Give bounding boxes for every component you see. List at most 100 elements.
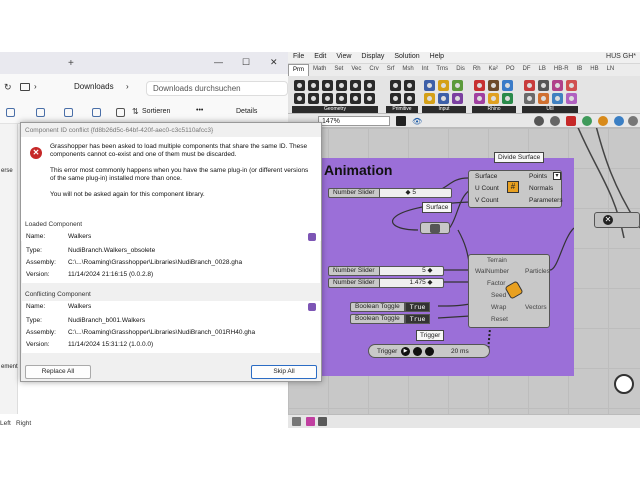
- compass-icon[interactable]: [614, 374, 634, 394]
- sidebar-item-label[interactable]: erse: [1, 168, 13, 174]
- toggle-value[interactable]: True: [404, 302, 431, 312]
- menu-edit[interactable]: Edit: [314, 53, 327, 60]
- input-button-icon[interactable]: [424, 93, 435, 104]
- rhino-param-icon[interactable]: [502, 80, 513, 91]
- slider-value[interactable]: 5 ◆: [379, 266, 444, 276]
- tab-vec[interactable]: Vec: [351, 66, 362, 72]
- slider-value[interactable]: ◆ 5: [379, 188, 452, 198]
- rhino-param-icon[interactable]: [502, 93, 513, 104]
- edit-icon[interactable]: [425, 347, 434, 356]
- geometry-param-icon[interactable]: [336, 93, 347, 104]
- ribbon-group-primitive[interactable]: Primitive: [386, 106, 418, 113]
- output-normals[interactable]: Normals: [529, 185, 554, 192]
- trash-icon[interactable]: [116, 108, 125, 117]
- geometry-param-icon[interactable]: [364, 80, 375, 91]
- menu-view[interactable]: View: [336, 53, 352, 60]
- display-mode-icon[interactable]: [534, 116, 544, 126]
- preview-eye-icon[interactable]: 👁: [412, 117, 423, 126]
- skip-all-button[interactable]: Skip All: [251, 365, 317, 379]
- refresh-icon[interactable]: ↻: [4, 82, 12, 92]
- primitive-param-icon[interactable]: [404, 93, 415, 104]
- number-slider-ucount[interactable]: Number Slider ◆ 5: [328, 188, 452, 198]
- tab-math[interactable]: Math: [313, 66, 327, 72]
- output-particles[interactable]: Particles: [525, 268, 550, 275]
- toggle-value[interactable]: True: [404, 314, 431, 324]
- geometry-param-icon[interactable]: [308, 93, 319, 104]
- preview-selected-icon[interactable]: [614, 116, 624, 126]
- tab-rh[interactable]: Rh: [472, 66, 481, 72]
- input-terrain[interactable]: Terrain: [487, 257, 507, 264]
- tab-df[interactable]: DF: [522, 66, 531, 72]
- trigger-interval[interactable]: 20 ms: [451, 348, 469, 355]
- primitive-param-icon[interactable]: [404, 80, 415, 91]
- sort-button[interactable]: Sortieren: [142, 108, 171, 115]
- copy-icon[interactable]: [36, 108, 45, 117]
- menu-solution[interactable]: Solution: [394, 53, 420, 60]
- search-input[interactable]: Downloads durchsuchen: [146, 81, 288, 96]
- walkers-component[interactable]: Terrain WalNumber Factor Seed Wrap Reset…: [468, 254, 550, 328]
- input-v-count[interactable]: V Count: [475, 197, 499, 204]
- tab-int[interactable]: Int: [421, 66, 429, 72]
- tab-crv[interactable]: Crv: [369, 66, 379, 72]
- geometry-param-icon[interactable]: [322, 80, 333, 91]
- slider-value[interactable]: 1.475 ◆: [379, 278, 444, 288]
- chevron-down-icon[interactable]: ▾: [553, 172, 561, 180]
- replace-all-button[interactable]: Replace All: [25, 365, 91, 379]
- util-param-icon[interactable]: [566, 80, 577, 91]
- input-u-count[interactable]: U Count: [475, 185, 499, 192]
- input-walnumber[interactable]: WalNumber: [475, 268, 510, 275]
- geometry-param-icon[interactable]: [336, 80, 347, 91]
- input-factor[interactable]: Factor: [487, 280, 506, 287]
- primitive-param-icon[interactable]: [390, 93, 401, 104]
- preview-shaded-icon[interactable]: [598, 116, 608, 126]
- util-param-icon[interactable]: [566, 93, 577, 104]
- tab-srf[interactable]: Srf: [386, 66, 395, 72]
- paste-icon[interactable]: [64, 108, 73, 117]
- sketch-icon[interactable]: [396, 116, 406, 126]
- boolean-toggle-wrap[interactable]: Boolean Toggle True: [350, 302, 431, 312]
- geometry-param-icon[interactable]: [322, 93, 333, 104]
- number-slider-factor[interactable]: Number Slider 1.475 ◆: [328, 278, 444, 288]
- tab-prm[interactable]: Prm: [288, 64, 309, 76]
- primitive-param-icon[interactable]: [390, 80, 401, 91]
- tab-trns[interactable]: Trns: [436, 66, 449, 72]
- input-seed[interactable]: Seed: [491, 292, 507, 299]
- monitor-icon[interactable]: [20, 83, 30, 91]
- input-knob-icon[interactable]: [438, 93, 449, 104]
- zoom-field[interactable]: 147%: [318, 116, 390, 126]
- tab-set[interactable]: Set: [334, 66, 344, 72]
- menu-display[interactable]: Display: [361, 53, 385, 60]
- sidebar-item-label[interactable]: ement: [1, 364, 18, 370]
- tab-msh[interactable]: Msh: [402, 66, 414, 72]
- util-param-icon[interactable]: [538, 93, 549, 104]
- surface-param[interactable]: [420, 222, 450, 234]
- input-surface[interactable]: Surface: [475, 173, 498, 180]
- more-options-button[interactable]: •••: [196, 107, 204, 114]
- breadcrumb[interactable]: Downloads: [74, 82, 114, 91]
- minimize-icon[interactable]: —: [214, 57, 223, 67]
- input-slider-icon[interactable]: [424, 80, 435, 91]
- util-param-icon[interactable]: [552, 93, 563, 104]
- ribbon-group-geometry[interactable]: Geometry: [292, 106, 378, 113]
- gh-canvas[interactable]: ✕ Animation Divide Surface Surface U C: [288, 128, 640, 418]
- tab-ln[interactable]: LN: [606, 66, 615, 72]
- input-toggle-icon[interactable]: [438, 80, 449, 91]
- rhino-param-icon[interactable]: [474, 80, 485, 91]
- play-icon[interactable]: ▶: [401, 347, 410, 356]
- tab-ka[interactable]: Ka²: [488, 66, 498, 72]
- ribbon-group-input[interactable]: Input: [422, 106, 466, 113]
- share-icon[interactable]: [92, 108, 101, 117]
- geometry-param-icon[interactable]: [350, 80, 361, 91]
- menu-file[interactable]: File: [293, 53, 305, 60]
- util-param-icon[interactable]: [552, 80, 563, 91]
- util-param-icon[interactable]: [524, 80, 535, 91]
- input-graph-icon[interactable]: [452, 93, 463, 104]
- output-vectors[interactable]: Vectors: [525, 304, 547, 311]
- status-icon[interactable]: [292, 417, 301, 426]
- cut-icon[interactable]: [6, 108, 15, 117]
- tab-hb[interactable]: HB: [590, 66, 599, 72]
- ribbon-group-rhino[interactable]: Rhino: [472, 106, 516, 113]
- tab-po[interactable]: PO: [505, 66, 515, 72]
- menu-help[interactable]: Help: [429, 53, 445, 60]
- tab-ib[interactable]: IB: [576, 66, 583, 72]
